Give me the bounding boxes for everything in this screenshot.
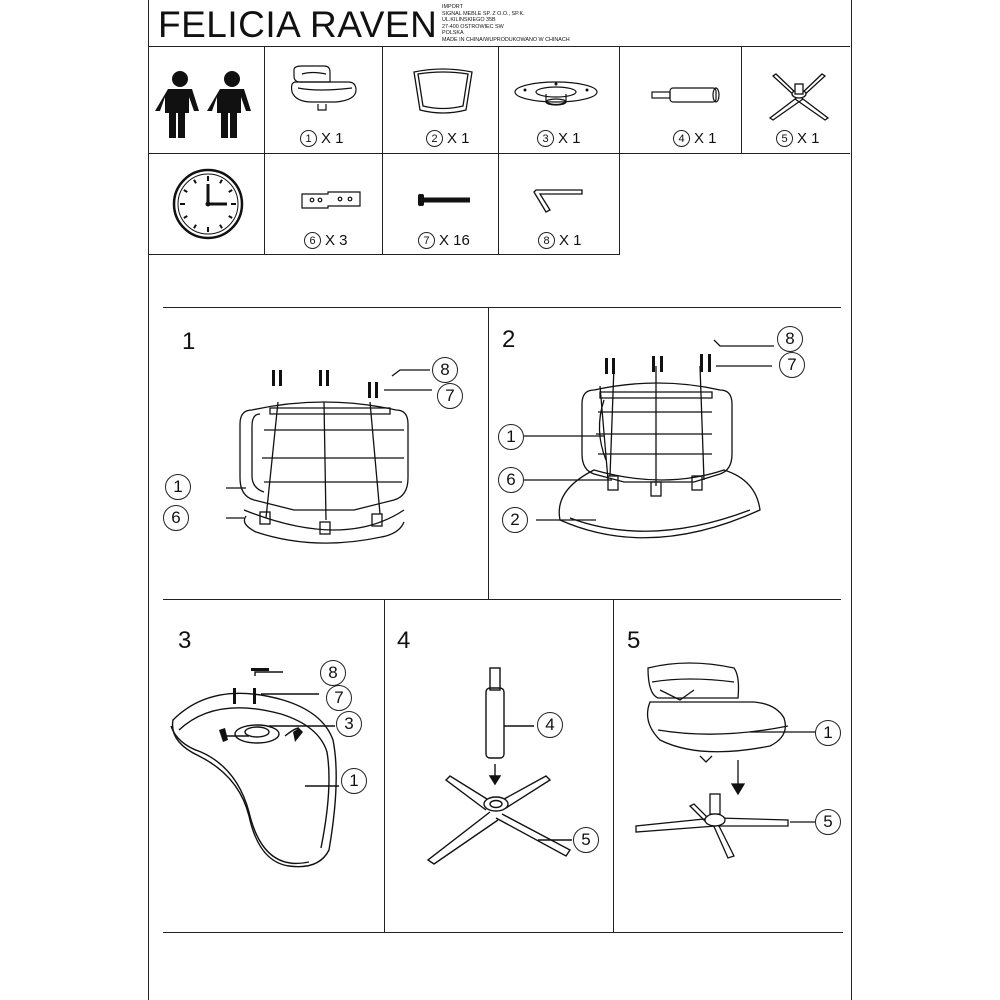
callout-part-4: 4 [537,712,563,738]
parts-col-divider [382,46,383,254]
step-number: 5 [627,627,641,654]
callout-part-7: 7 [437,383,463,409]
parts-bottom-line [148,254,620,255]
steps-col-divider [613,599,614,932]
callout-part-1: 1 [498,424,524,450]
allen-key-icon [533,189,583,213]
step-number: 4 [397,627,411,654]
parts-row-divider [148,153,850,154]
two-persons-icon [155,71,251,138]
callout-part-6: 6 [498,467,524,493]
bracket-plate-icon [301,191,361,209]
clock-icon [172,168,244,240]
seat-cushion-icon [413,68,473,114]
callout-part-7: 7 [326,685,352,711]
parts-col-divider [264,46,265,254]
product-title: FELICIA RAVEN [158,4,438,45]
callout-part-8: 8 [320,660,346,686]
steps-col-divider [384,599,385,932]
importer-line: SIGNAL MEBLE SP. Z O.O., SP.K. [442,10,525,17]
callout-part-3: 3 [336,711,362,737]
step-number: 3 [178,627,192,654]
callout-part-8: 8 [432,357,458,383]
steps-bottom-line [163,932,843,933]
callout-part-1: 1 [341,768,367,794]
parts-col-divider [619,46,620,254]
parts-col-divider [498,46,499,254]
header-divider [148,46,850,47]
callout-part-6: 6 [163,505,189,531]
importer-line: IMPORT [442,4,463,10]
steps-middle-line [163,599,841,600]
step4-illustration [426,667,572,865]
callout-part-2: 2 [502,507,528,533]
star-base-icon [768,73,830,121]
mechanism-plate-icon [514,81,598,106]
importer-line: POLSKA [442,30,464,37]
step5-illustration [635,662,824,859]
step-number: 1 [182,328,196,355]
callout-part-1: 1 [165,474,191,500]
callout-part-1: 1 [815,720,841,746]
step1-illustration [226,369,432,544]
step-number: 2 [502,326,516,353]
step3-illustration [170,668,339,868]
parts-col-divider [741,46,742,153]
importer-info: IMPORT SIGNAL MEBLE SP. Z O.O., SP.K. UL… [442,4,570,44]
step2-illustration [524,339,774,539]
steps-col-divider [488,307,489,599]
gas-lift-icon [651,87,720,103]
callout-part-8: 8 [777,326,803,352]
callout-part-5: 5 [573,827,599,853]
bolt-icon [418,194,470,206]
importer-line: 27-400 OSTROWIEC SW [442,23,504,30]
callout-part-5: 5 [815,809,841,835]
instruction-sheet [148,0,852,1000]
callout-part-7: 7 [779,352,805,378]
steps-top-line [163,307,841,308]
chair-seat-icon [290,65,357,111]
importer-line: UL.KILINSKIEGO 35B [442,17,496,24]
importer-line: MADE IN CHINA/WUPRODUKOWANO W CHINACH [442,36,570,43]
